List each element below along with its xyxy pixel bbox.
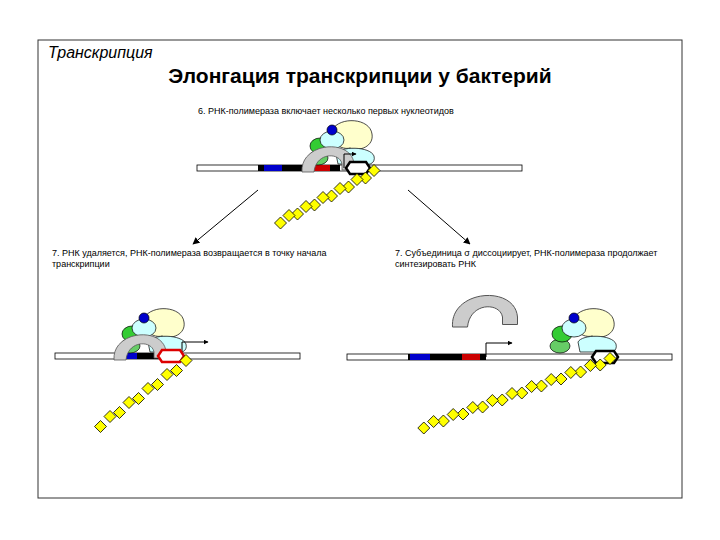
nucleotide [545, 374, 557, 386]
frame [38, 40, 682, 498]
nucleotide [428, 416, 440, 428]
step-caption: 6. РНК-полимераза включает несколько пер… [198, 106, 528, 117]
nucleotide [565, 367, 577, 379]
nucleotide [123, 397, 135, 409]
nucleotide [368, 165, 380, 177]
step-caption: 7. РНК удаляется, РНК-полимераза возвращ… [52, 248, 352, 270]
rna-chain [275, 165, 381, 230]
nucleotide [486, 395, 498, 407]
nucleotide [447, 409, 459, 421]
rna-chain [418, 353, 616, 435]
nucleotide [334, 183, 346, 195]
nucleotide [506, 388, 518, 400]
nucleotide [142, 383, 154, 395]
nucleotide [351, 174, 363, 186]
nucleotide [317, 192, 329, 204]
flow-arrow [193, 190, 258, 244]
nucleotide [275, 217, 287, 229]
nucleotide [95, 421, 107, 433]
nucleotide [104, 411, 116, 423]
nucleotide [283, 210, 295, 222]
nucleotide [300, 201, 312, 213]
step-panel: 7. РНК удаляется, РНК-полимераза возвращ… [52, 248, 352, 438]
nucleotide [418, 422, 430, 434]
section-heading: Транскрипция [48, 44, 153, 62]
connectors [193, 190, 470, 244]
panel-c-art [347, 295, 672, 363]
step-panel: 7. Субъединица σ диссоциирует, РНК-полим… [395, 248, 680, 438]
nucleotide [467, 402, 479, 414]
diagram-title: Элонгация транскрипции у бактерий [0, 64, 720, 88]
nucleotide [604, 353, 616, 365]
rna-chain [95, 355, 193, 433]
step-panel: 6. РНК-полимераза включает несколько пер… [198, 106, 528, 190]
nucleotide [180, 355, 192, 367]
flow-arrow [408, 190, 470, 244]
step-caption: 7. Субъединица σ диссоциирует, РНК-полим… [395, 248, 680, 270]
nucleotide [161, 369, 173, 381]
panel-b-art [55, 309, 300, 362]
nucleotide [584, 360, 596, 372]
panel-a-art [197, 121, 522, 174]
nucleotide [526, 381, 538, 393]
